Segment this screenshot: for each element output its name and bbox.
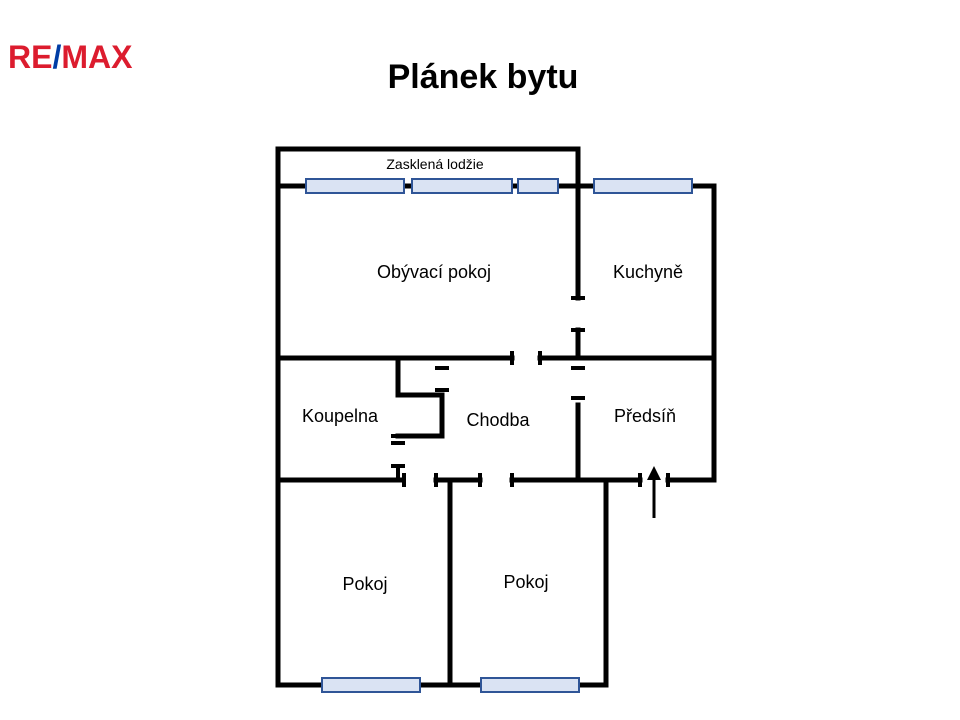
- door-jambs: [391, 296, 670, 487]
- remax-logo: RE/MAX: [8, 39, 133, 74]
- label-room-right: Pokoj: [503, 572, 548, 592]
- logo-part-max: MAX: [61, 39, 133, 74]
- page-title: Plánek bytu: [387, 58, 579, 96]
- logo-part-re: RE: [8, 39, 52, 74]
- label-room-left: Pokoj: [342, 574, 387, 594]
- label-loggia: Zasklená lodžie: [386, 156, 483, 172]
- label-kitchen: Kuchyně: [613, 262, 683, 282]
- window: [480, 677, 580, 693]
- label-corridor: Chodba: [466, 410, 530, 430]
- window: [321, 677, 421, 693]
- arrow-up-icon: [647, 466, 661, 518]
- label-bathroom: Koupelna: [302, 406, 379, 426]
- window: [411, 178, 513, 194]
- window: [305, 178, 405, 194]
- window: [517, 178, 559, 194]
- window: [593, 178, 693, 194]
- logo-slash: /: [52, 39, 61, 74]
- label-hallway: Předsíň: [614, 406, 676, 426]
- svg-text:RE/MAX: RE/MAX: [8, 39, 133, 74]
- windows: [305, 178, 693, 693]
- label-living-room: Obývací pokoj: [377, 262, 491, 282]
